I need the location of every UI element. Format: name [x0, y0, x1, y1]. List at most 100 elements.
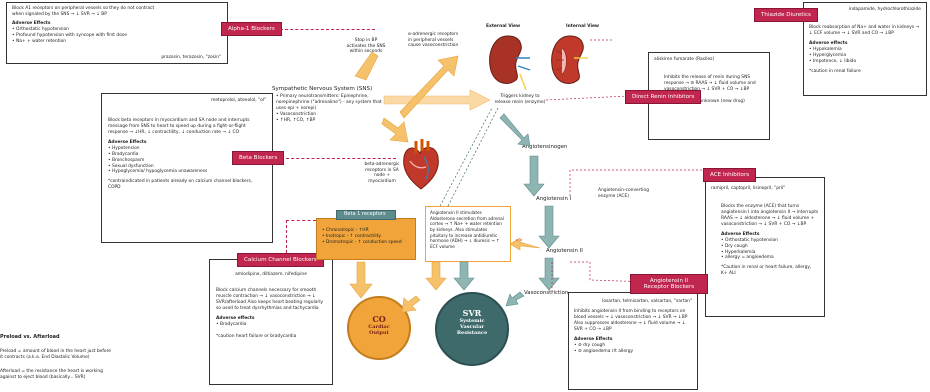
ace-effect: Hyperkalemia [721, 250, 819, 256]
co-short: CO [372, 314, 386, 324]
thiazide-box: indapamide, hydrochlorothiazide Block re… [803, 2, 927, 96]
kidney-external-label: External View [486, 24, 521, 29]
renin-drugs: aliskiren fumarate (Rasilez) [654, 57, 715, 62]
sns-alpha-label: α-adrenergic receptors in peripheral ves… [408, 32, 459, 49]
ccb-connector-h [286, 220, 316, 221]
ace-box: ramipril, captopril, lisinopril, "pril" … [705, 177, 825, 317]
co-circle: CO Cardiac Output [347, 296, 411, 360]
preload-line1: Preload = amount of blood in the heart j… [0, 348, 111, 360]
beta-box: metoprolol, atenolol, "ol" Block beta re… [101, 93, 273, 243]
co-line1: Cardiac [368, 324, 390, 330]
ace-tag: ACE Inhibitors [703, 168, 757, 182]
ccb-box: amlodipine, diltiazem, nifedipine Block … [209, 259, 333, 385]
beta-effect: Hypotension [108, 146, 266, 152]
ace-effect: Orthostatic hypotension [721, 238, 819, 244]
sns-title: Sympathetic Nervous System (SNS) [272, 86, 373, 92]
heart-illustration [403, 139, 439, 190]
thiazide-effects-title: Adverse effects [809, 40, 848, 46]
renin-intro: Inhibits the release of renin during SNS… [664, 74, 756, 92]
aldosterone-box: Angiotensin II stimulates Aldosterone se… [425, 206, 511, 262]
ccb-effects-title: Adverse effects [216, 315, 255, 321]
alpha1-effects-list: Orthostatic hypotension Profound hypoten… [12, 27, 222, 45]
svr-line2: Vascular [460, 324, 484, 330]
ace-note: *Caution in renal or heart failure, alle… [721, 265, 812, 277]
svr-circle: SVR Systemic Vascular Resistance [435, 292, 509, 366]
raas-angiotensin1: Angiotensin I [536, 196, 572, 202]
beta-drugs: metoprolol, atenolol, "ol" [211, 98, 266, 103]
renin-tag: Direct Renin Inhibitors [625, 90, 702, 104]
beta-receptor-item: Chronotropic - ↑HR [322, 228, 402, 234]
alpha1-effects-title: Adverse Effects [12, 20, 51, 26]
alpha1-intro: Block A1 receptors on peripheral vessels… [12, 6, 155, 17]
beta-receptor-item: Inotropic - ↑ contractility [322, 234, 402, 240]
thiazide-tag: Thiazide Diuretics [754, 8, 818, 22]
sns-items: Primary neurotransmitters: Epinephrine, … [276, 94, 386, 124]
beta-effect: Sexual dysfunction [108, 164, 266, 170]
thiazide-effects-list: Hypokalemia Hyperglycemia Impotence, ↓ l… [809, 47, 921, 65]
thiazide-effect: Impotence, ↓ libido [809, 59, 921, 65]
alpha1-effect: Orthostatic hypotension [12, 27, 222, 33]
ccb-intro: Block calcium channels necessary for smo… [216, 287, 324, 311]
beta-note: *contraindicated in patients already on … [108, 179, 253, 191]
kidney-illustration [489, 35, 588, 91]
beta-receptors-items: Chronotropic - ↑HR Inotropic - ↑ contrac… [322, 228, 402, 246]
ccb-effect: Bradycardia [216, 322, 326, 328]
co-line2: Output [369, 330, 389, 336]
renin-note: Adverse effects unknown (new drug) [664, 98, 745, 104]
ace-effect: Dry cough [721, 244, 819, 250]
beta-effect: Hypoglycemia/ hypoglycemia unawareness [108, 169, 266, 175]
kidney-internal-label: Internal View [566, 24, 599, 29]
thiazide-effect: Hyperglycemia [809, 53, 921, 59]
thiazide-drugs: indapamide, hydrochlorothiazide [848, 7, 921, 12]
thiazide-effect: Hypokalemia [809, 47, 921, 53]
arb-effects-title: Adverse Effects [574, 336, 613, 342]
ccb-effects-list: Bradycardia [216, 322, 326, 328]
ace-effects-title: Adverse Effects [721, 231, 760, 237]
thiazide-intro: Block reabsorption of Na+ and water in k… [809, 24, 920, 36]
svr-short: SVR [462, 308, 482, 318]
aldosterone-text: Angiotensin II stimulates Aldosterone se… [430, 210, 504, 250]
arb-effect: ⊘ dry cough [574, 343, 692, 349]
arb-drugs: losartan, telmisartan, valsartan, "sarta… [602, 299, 692, 304]
preload-section: Preload vs. Afterload Preload = amount o… [0, 334, 112, 381]
beta-connector [286, 158, 396, 159]
ace-effect: allergy = angioedema [721, 255, 819, 261]
beta-receptor-item: Dromotropic - ↑ conduction speed [322, 240, 402, 246]
beta-effect: Bronchospasm [108, 158, 266, 164]
raas-angiotensin2: Angiotensin II [546, 248, 583, 254]
beta-effect: Bradycardia [108, 152, 266, 158]
ccb-drugs: amlodipine, diltiazem, nifedipine [235, 272, 307, 277]
alpha1-box: Block A1 receptors on peripheral vessels… [6, 2, 228, 64]
alpha1-effect: Profound hypotension with syncope with f… [12, 33, 222, 39]
beta-receptors-title-bar [336, 210, 396, 220]
kidney-trigger-label: Triggers kidney to release renin (enzyme… [494, 94, 546, 105]
arb-intro: Inhibits angiotensin II from binding to … [574, 308, 688, 332]
sns-beta-label: beta-adrenergic receptors in SA node + m… [364, 162, 400, 185]
beta-tag: Beta Blockers [232, 151, 285, 165]
ccb-note: *caution heart failure or bradycardia [216, 333, 297, 339]
alpha1-effect: Na+ + water retention [12, 39, 222, 45]
beta-receptors-title: Beta 1 receptors [344, 211, 386, 217]
ccb-connector [286, 220, 287, 253]
ace-intro: Blocks the enzyme (ACE) that turns angio… [721, 203, 819, 227]
svr-line3: Resistance [456, 330, 488, 336]
sns-stop-label: Stop in BP activates the SNS within seco… [346, 38, 386, 55]
beta-effects-title: Adverse Effects [108, 139, 147, 145]
preload-title: Preload vs. Afterload [0, 334, 60, 340]
ace-effects-list: Orthostatic hypotension Dry cough Hyperk… [711, 238, 819, 262]
svr-line1: Systemic [459, 318, 485, 324]
raas-angiotensinogen: Angiotensinogen [522, 144, 568, 150]
beta-intro: Block beta receptors in myocardium and S… [108, 117, 250, 135]
arb-box: losartan, telmisartan, valsartan, "sarta… [568, 292, 698, 390]
sns-item: ↑HR, ↑CO, ↑BP [276, 118, 386, 124]
raas-vasoconstriction: Vasoconstriction [524, 290, 569, 296]
raas-ace-enzyme: Angiotensin-converting enzyme (ACE) [598, 188, 650, 199]
thiazide-note: *caution in renal failure [809, 68, 861, 74]
preload-line2: Afterload = the resistance the heart is … [0, 368, 103, 380]
arb-effects-list: ⊘ dry cough ⊘ angioedema r/t allergy [574, 343, 692, 355]
sns-item: Vasoconstriction [276, 112, 386, 118]
beta-effects-list: Hypotension Bradycardia Bronchospasm Sex… [108, 146, 266, 176]
arb-tag: Angiotensin II Receptor Blockers [630, 274, 708, 294]
alpha1-drugs: prazosin, terazosin, "zosin" [161, 55, 221, 61]
